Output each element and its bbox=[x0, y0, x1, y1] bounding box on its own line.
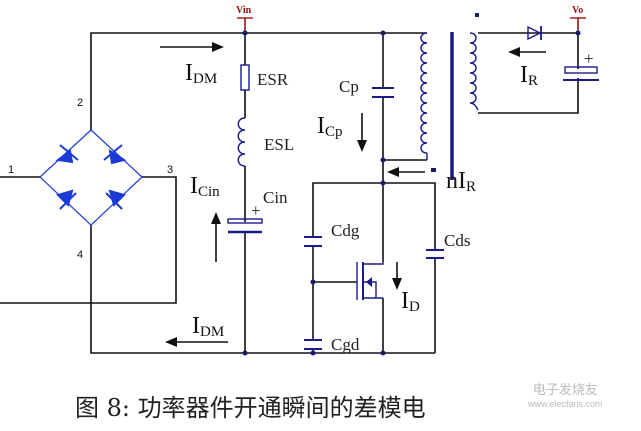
cgd-label: Cgd bbox=[331, 335, 360, 354]
cdg-label: Cdg bbox=[331, 221, 360, 240]
vin-label: Vin bbox=[236, 5, 252, 16]
esr-resistor bbox=[240, 64, 250, 91]
idm-top-label: IDM bbox=[185, 60, 217, 87]
bridge-rectifier bbox=[39, 129, 143, 226]
pin-3-label: 3 bbox=[167, 164, 173, 176]
secondary-winding bbox=[469, 32, 479, 111]
cds-label: Cds bbox=[444, 231, 470, 250]
figure-caption: 图 8: 功率器件开通瞬间的差模电 bbox=[75, 394, 426, 422]
vo-label: Vo bbox=[572, 5, 583, 16]
junction-dots bbox=[242, 30, 581, 356]
output-capacitor bbox=[563, 66, 599, 81]
icin-label: ICin bbox=[190, 173, 220, 200]
cdg-capacitor bbox=[304, 236, 322, 247]
diode-d2 bbox=[108, 148, 127, 165]
esr-label: ESR bbox=[257, 70, 289, 89]
pin-2-label: 2 bbox=[77, 97, 83, 109]
wires bbox=[0, 17, 586, 354]
cds-capacitor bbox=[426, 249, 444, 259]
id-label: ID bbox=[401, 288, 420, 315]
esl-label: ESL bbox=[264, 135, 294, 154]
ir-label: IR bbox=[520, 62, 538, 89]
cin-capacitor bbox=[227, 218, 263, 234]
pin-4-label: 4 bbox=[77, 249, 83, 261]
watermark-name: 电子发烧友 bbox=[532, 382, 598, 397]
diode-d1 bbox=[55, 149, 74, 164]
polarity-dot-secondary bbox=[475, 13, 479, 17]
cin-plus-label: + bbox=[251, 201, 261, 220]
watermark-url: www.elecfans.com bbox=[528, 399, 603, 409]
pin-1-label: 1 bbox=[8, 164, 14, 176]
esl-inductor bbox=[237, 117, 246, 167]
cgd-capacitor bbox=[304, 339, 322, 350]
cp-capacitor bbox=[372, 87, 394, 98]
cin-label: Cin bbox=[263, 188, 288, 207]
current-arrows bbox=[160, 42, 546, 347]
cp-label: Cp bbox=[339, 77, 359, 96]
idm-bottom-label: IDM bbox=[192, 313, 224, 340]
icp-label: ICp bbox=[317, 113, 343, 140]
nir-label: nIR bbox=[446, 168, 476, 195]
cout-plus-label: + bbox=[584, 49, 594, 68]
watermark-logo: 电子发烧友 www.elecfans.com bbox=[528, 382, 603, 412]
polarity-dot-primary bbox=[431, 168, 436, 172]
mosfet bbox=[356, 262, 384, 300]
primary-winding bbox=[420, 32, 428, 160]
output-diode bbox=[527, 25, 542, 41]
